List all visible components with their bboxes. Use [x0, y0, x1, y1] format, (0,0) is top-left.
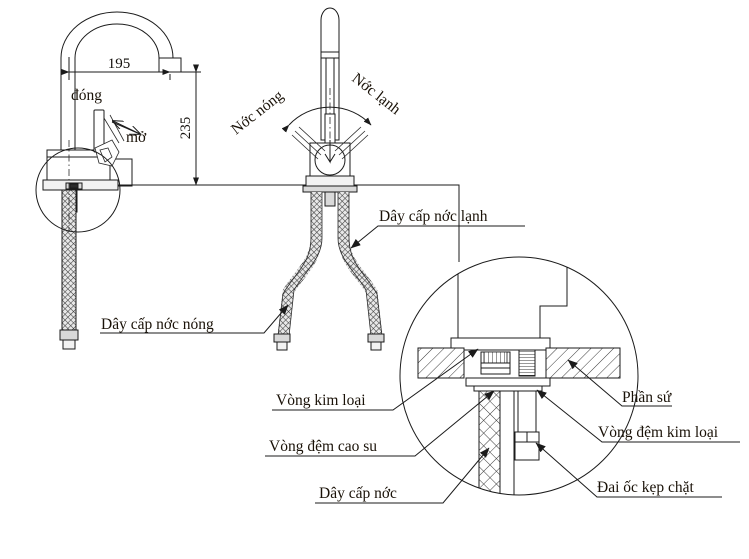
view-left-side-elevation: 195 235 đóng mở — [35, 11, 460, 350]
counter-section-right — [545, 347, 621, 379]
detail-clipped-content — [417, 262, 621, 495]
detail-zoom-circle-right — [399, 256, 639, 496]
dimension-235-label: 235 — [178, 117, 194, 140]
clamping-nut-detail — [514, 390, 540, 461]
callout-hot-supply-hose: Dây cấp nớc nóng — [100, 304, 289, 334]
svg-text:Vòng đệm cao su: Vòng đệm cao su — [269, 438, 377, 455]
detail-zoom-circle-left — [35, 147, 121, 233]
callout-rubber-gasket: Vòng đệm cao su — [265, 390, 495, 457]
counter-section-left — [417, 347, 465, 379]
mixer-body-front — [309, 88, 351, 177]
svg-text:Đai ốc kẹp chặt: Đai ốc kẹp chặt — [597, 479, 695, 496]
threaded-stud-detail — [518, 349, 536, 377]
dimension-195-label: 195 — [108, 56, 131, 72]
svg-text:Dây cấp nớc nóng: Dây cấp nớc nóng — [101, 316, 214, 333]
callout-metal-washer: Vòng đệm kim loại — [536, 389, 740, 443]
svg-text:Phần sứ: Phần sứ — [622, 389, 672, 406]
tap-body-stub — [457, 262, 568, 339]
swivel-range-arc — [281, 106, 372, 133]
svg-text:Dây cấp nớc lạnh: Dây cấp nớc lạnh — [379, 208, 488, 225]
svg-text:Nớc lạnh: Nớc lạnh — [349, 70, 404, 119]
handle-label-close: đóng — [71, 87, 102, 104]
handle-label-open: mở — [126, 129, 147, 146]
callout-ceramic-part: Phần sứ — [567, 359, 672, 407]
supply-hose-detail — [478, 390, 515, 495]
callout-clamping-nut: Đai ốc kẹp chặt — [535, 442, 722, 498]
deck-mount-base — [42, 179, 119, 191]
callout-supply-hose: Dây cấp nớc — [315, 447, 490, 504]
svg-text:Dây cấp nớc: Dây cấp nớc — [319, 485, 397, 502]
svg-text:Nớc nóng: Nớc nóng — [228, 87, 287, 138]
callout-cold-supply-hose: Dây cấp nớc lạnh — [350, 208, 525, 249]
view-detail-mounting-section: Vòng kim loại Vòng đệm cao su Dây cấp nớ… — [265, 256, 740, 504]
spout-gooseneck — [60, 11, 182, 190]
view-middle-front-elevation: Nớc nóng Nớc lạnh Dây cấp nớc lạnh Dây c… — [100, 7, 525, 351]
valve-stems — [291, 126, 369, 160]
metal-washer-detail — [473, 385, 543, 392]
base-flange — [450, 337, 551, 351]
rubber-gasket-detail — [465, 377, 551, 387]
detail-link-line — [119, 184, 460, 262]
svg-text:Vòng đệm kim loại: Vòng đệm kim loại — [598, 424, 719, 441]
lever-handle — [93, 109, 125, 167]
deck-mount-base-front — [302, 175, 358, 193]
metal-ring-detail — [480, 351, 511, 375]
shank-nut-front — [324, 191, 336, 207]
dimension-235: 235 — [118, 64, 201, 186]
svg-text:Vòng kim loại: Vòng kim loại — [276, 392, 366, 409]
mixer-body — [46, 149, 133, 187]
flow-label-hot-water: Nớc nóng — [228, 87, 287, 138]
close-direction-arrow — [113, 121, 141, 135]
flow-label-cold-water: Nớc lạnh — [349, 70, 404, 119]
supply-hoses-front — [273, 192, 385, 351]
dimension-195: 195 — [61, 56, 171, 80]
callout-metal-ring: Vòng kim loại — [272, 348, 479, 411]
